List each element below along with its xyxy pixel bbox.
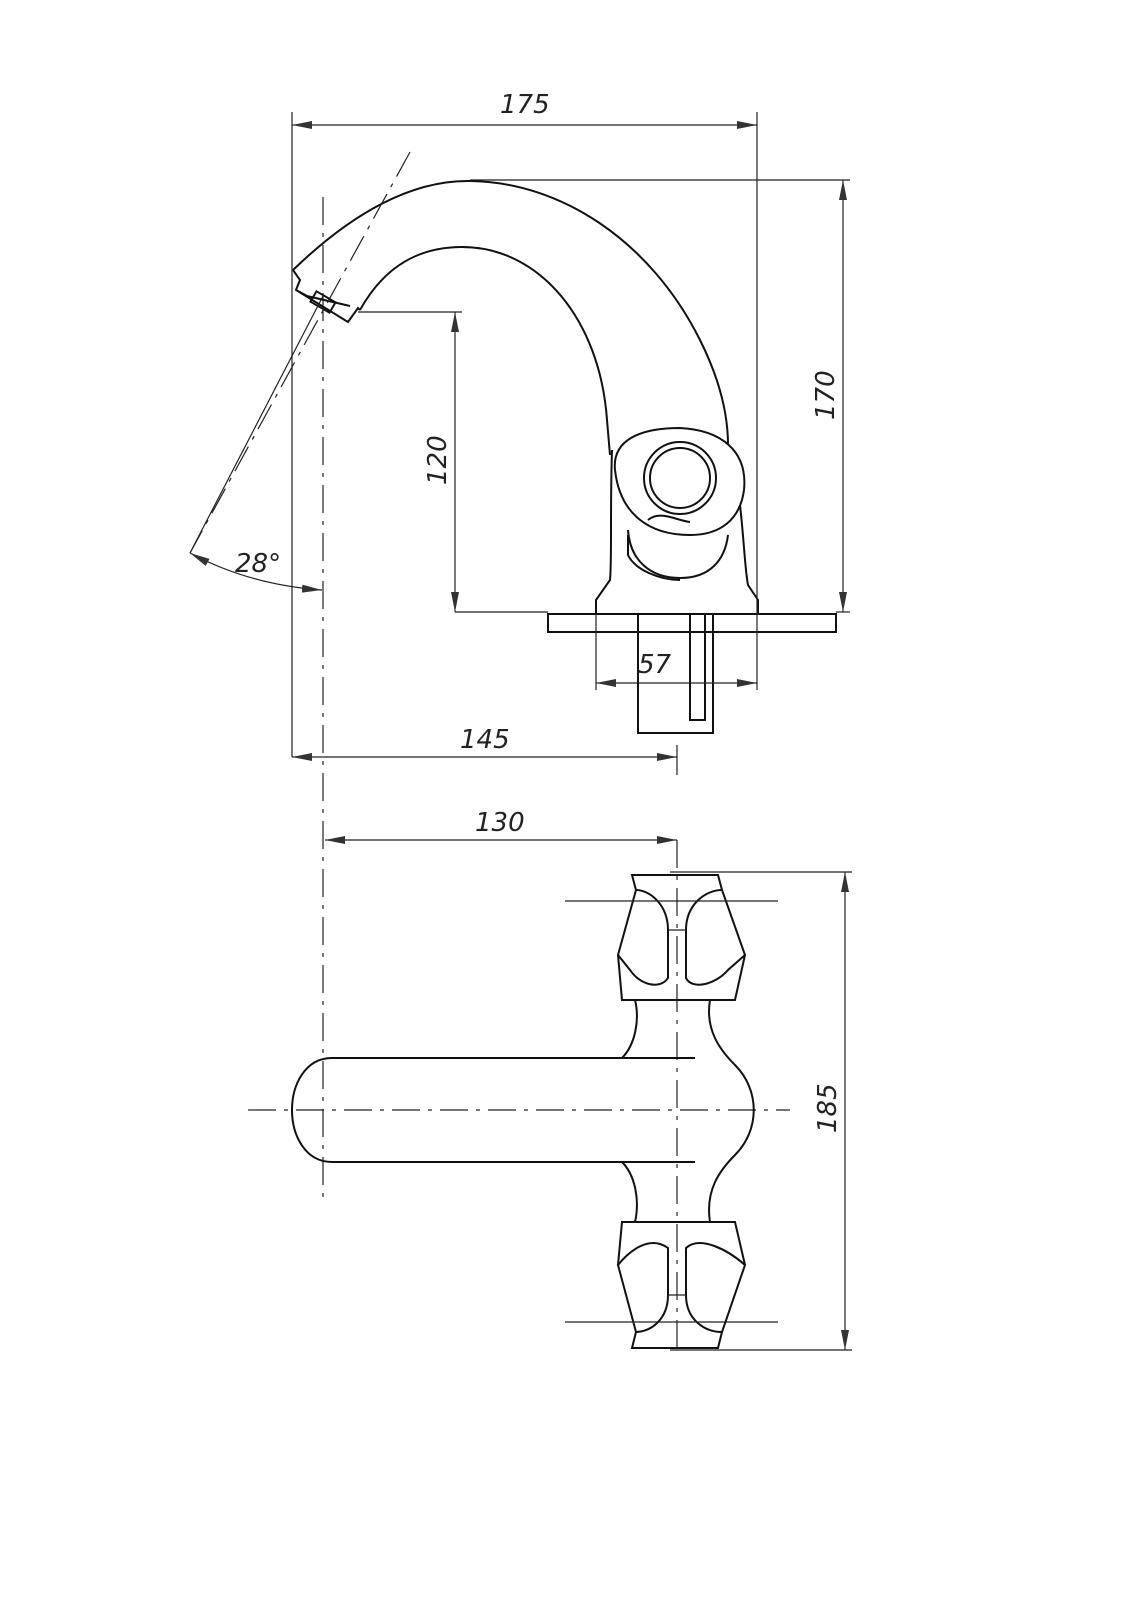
side-view	[292, 179, 837, 734]
dim-overall-width: 175	[500, 90, 550, 120]
dim-spout-height: 120	[423, 435, 453, 485]
dim-spout-reach-top: 130	[475, 808, 525, 838]
spout-outer-contour	[292, 179, 729, 446]
handle-top	[565, 874, 778, 1001]
spout-top	[290, 1057, 695, 1163]
handle-side	[613, 426, 746, 581]
dim-handle-span: 185	[813, 1083, 843, 1133]
faucet-body	[595, 449, 759, 614]
angle-arc	[189, 552, 323, 593]
base-plate	[547, 613, 837, 633]
handle-bottom	[565, 1221, 778, 1349]
spout-inner-contour	[359, 245, 611, 456]
supply-rod	[689, 613, 706, 721]
dim-base-width: 57	[638, 650, 672, 680]
top-view	[248, 840, 790, 1350]
shank	[637, 613, 714, 734]
dim-angle: 28°	[235, 549, 281, 579]
dim-spout-reach: 145	[460, 725, 510, 755]
dim-overall-height: 170	[811, 370, 841, 420]
body-top	[621, 999, 755, 1223]
